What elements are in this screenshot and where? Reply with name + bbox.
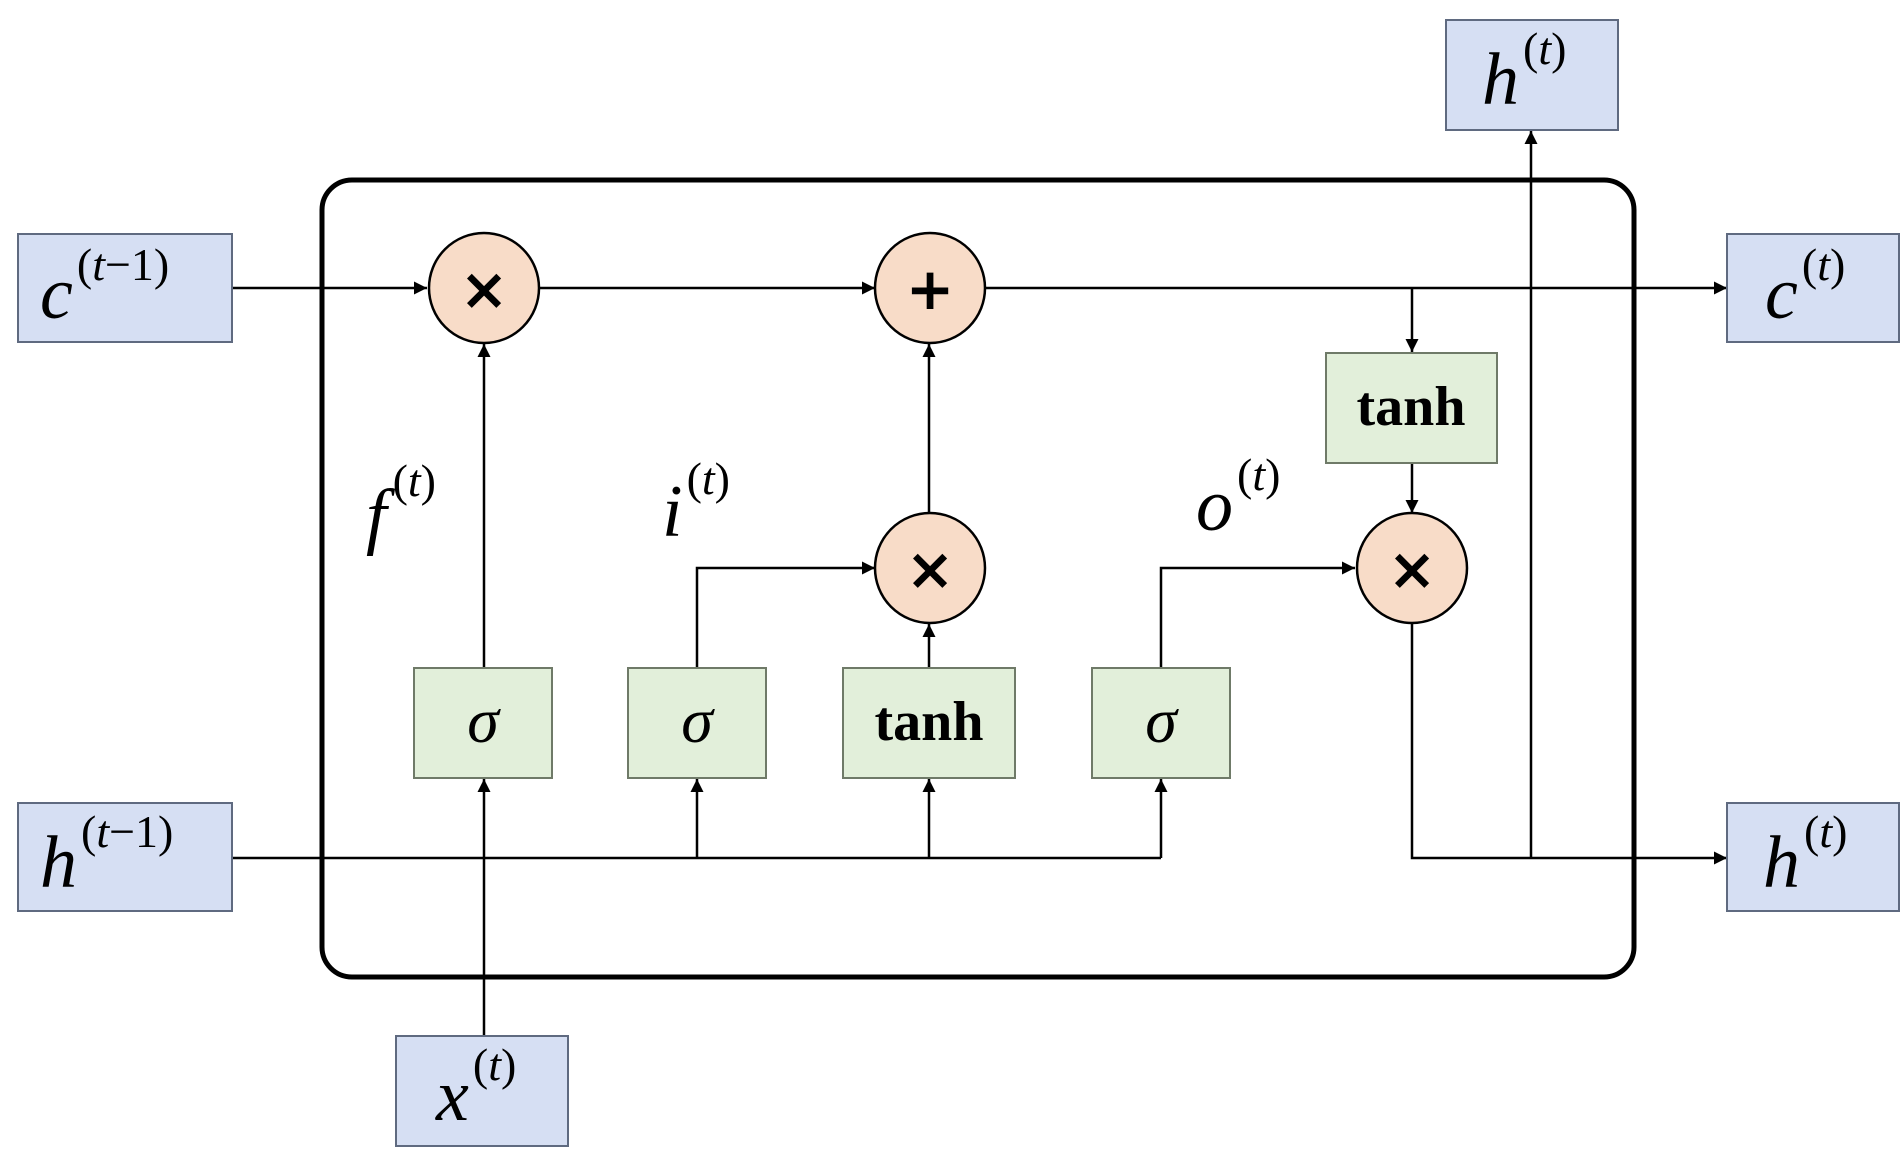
hidden-output-arrow xyxy=(1410,624,1727,865)
forget-sigma-label: σ xyxy=(467,685,501,756)
io-labels: c(t−1) h(t−1) x(t) c(t) h(t) h(t) xyxy=(40,23,1847,1137)
c-t-box xyxy=(1726,233,1900,343)
input-multiply-symbol: × xyxy=(906,535,955,603)
c-prev-label: c(t−1) xyxy=(40,239,169,335)
forget-multiply-symbol: × xyxy=(460,255,509,323)
cell-tanh-label: tanh xyxy=(1357,376,1466,438)
h-t-top-box xyxy=(1445,19,1619,131)
input-sigma-box xyxy=(627,667,767,779)
output-gate-label: o(t) xyxy=(1196,449,1280,547)
input-gate-arrow xyxy=(695,561,875,668)
input-gate-label: i(t) xyxy=(662,453,730,553)
x-t-label: x(t) xyxy=(435,1039,516,1137)
cell-add-node xyxy=(873,231,987,345)
candidate-tanh-box xyxy=(842,667,1016,779)
activation-boxes xyxy=(413,352,1498,779)
lstm-cell-boundary xyxy=(319,177,1637,980)
output-multiply-symbol: × xyxy=(1388,535,1437,603)
io-boxes xyxy=(17,19,1900,1147)
candidate-tanh-label: tanh xyxy=(875,691,984,753)
input-multiply-node xyxy=(873,511,987,625)
h-t-top-label: h(t) xyxy=(1482,23,1566,121)
gate-labels: f(t) i(t) o(t) xyxy=(366,449,1280,557)
forget-sigma-box xyxy=(413,667,553,779)
operator-circles xyxy=(427,231,1469,625)
h-t-label: h(t) xyxy=(1763,806,1847,904)
output-sigma-label: σ xyxy=(1145,685,1179,756)
forget-gate-label: f(t) xyxy=(366,455,436,557)
c-t-label: c(t) xyxy=(1765,239,1845,335)
h-t-box xyxy=(1726,802,1900,912)
output-gate-arrow xyxy=(1159,561,1355,668)
connections xyxy=(232,131,1727,1036)
input-sigma-label: σ xyxy=(681,685,715,756)
activation-labels: σ σ tanh σ tanh xyxy=(467,376,1465,756)
cell-tanh-box xyxy=(1325,352,1498,464)
cell-add-symbol: + xyxy=(906,255,955,323)
h-prev-box xyxy=(17,802,233,912)
forget-multiply-node xyxy=(427,231,541,345)
c-prev-box xyxy=(17,233,233,343)
output-multiply-node xyxy=(1355,511,1469,625)
h-prev-label: h(t−1) xyxy=(40,806,173,904)
x-t-box xyxy=(395,1035,569,1147)
operator-symbols: × + × × xyxy=(460,255,1437,603)
output-sigma-box xyxy=(1091,667,1231,779)
